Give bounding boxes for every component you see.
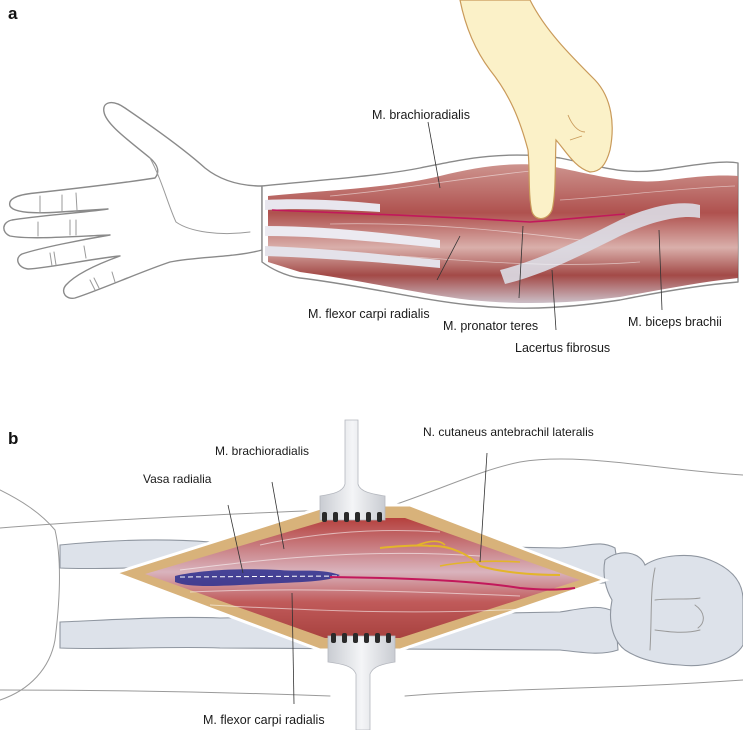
label-n-cutaneus: N. cutaneus antebrachil lateralis [423, 425, 594, 439]
leader-brachioradialis-b [271, 481, 285, 550]
surgical-incision [110, 503, 610, 652]
retractor-top [319, 419, 386, 522]
radial-vein [175, 569, 340, 586]
label-flexor-carpi-radialis-a: M. flexor carpi radialis [308, 307, 430, 321]
carpal-bones [603, 552, 743, 667]
retractor-bottom [327, 633, 396, 730]
label-pronator-teres: M. pronator teres [443, 319, 538, 333]
muscle-mass [268, 164, 738, 304]
arm-outline-top-left [0, 509, 331, 529]
knuckle-lines [567, 114, 586, 141]
radial-artery [329, 576, 576, 591]
retractor-teeth [322, 512, 382, 522]
tendon [265, 226, 440, 248]
panel-a-letter: a [8, 4, 18, 23]
label-flexor-carpi-radialis-b: M. flexor carpi radialis [203, 713, 325, 727]
leader-vasa-radialia [227, 504, 244, 574]
label-brachioradialis-a: M. brachioradialis [372, 108, 470, 122]
label-biceps-brachii: M. biceps brachii [628, 315, 722, 329]
leader-pronator-teres [518, 225, 524, 299]
radial-vein-highlight [179, 575, 341, 578]
patient-hand [3, 101, 263, 299]
panel-b: b [0, 419, 743, 730]
panel-b-letter: b [8, 429, 18, 448]
leader-brachioradialis-a [427, 121, 441, 189]
tendon [265, 246, 440, 268]
arm-outline-left [0, 489, 61, 701]
carpal-lines [649, 567, 704, 651]
leader-biceps-brachii [658, 229, 663, 311]
retractor-teeth [331, 633, 391, 643]
arm-outline-bottom-right [404, 679, 743, 697]
radial-artery-line [271, 209, 626, 223]
label-brachioradialis-b: M. brachioradialis [215, 444, 309, 458]
panel-a: a [3, 0, 739, 355]
label-lacertus-fibrosus: Lacertus fibrosus [515, 341, 610, 355]
forearm-muscles [265, 164, 738, 304]
examiner-hand [459, 0, 613, 220]
tendon [265, 199, 380, 212]
leader-lacertus-fibrosus [551, 269, 557, 331]
nerve-branch [414, 540, 446, 547]
label-vasa-radialia: Vasa radialia [143, 472, 212, 486]
arm-outline-bottom-left [0, 689, 331, 697]
nerve-branch [439, 560, 521, 567]
lacertus-fibrosus-band [500, 203, 700, 284]
cutaneous-nerve [379, 544, 561, 576]
leader-flexor-carpi-radialis-b [291, 592, 295, 705]
leader-flexor-carpi-radialis-a [436, 235, 461, 281]
arm-outline-top-right [384, 458, 743, 509]
leader-n-cutaneus [479, 452, 488, 563]
